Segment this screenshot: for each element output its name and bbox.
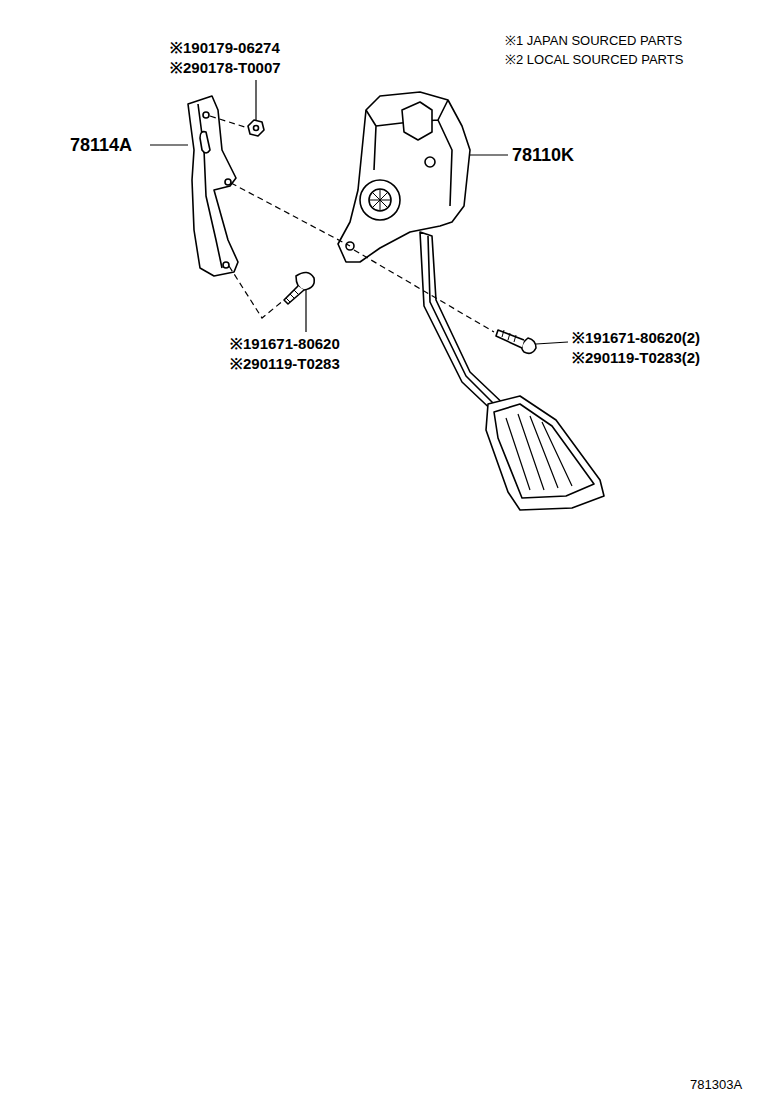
bracket-slot — [200, 132, 210, 153]
nut-hole — [254, 126, 259, 131]
assembly-line — [231, 183, 350, 246]
part-number: ※290119-T0283(2) — [572, 350, 700, 367]
bolt-thread — [286, 290, 298, 302]
pedal-housing — [338, 92, 470, 262]
legend-note: ※2 LOCAL SOURCED PARTS — [505, 53, 683, 67]
part-number: ※290119-T0283 — [230, 356, 340, 373]
part-number: ※190179-06274 — [170, 40, 280, 57]
assembly-line — [229, 266, 284, 318]
pedal-ribs — [506, 414, 572, 490]
nut — [248, 120, 264, 136]
pivot-inner — [369, 189, 391, 211]
bracket-edge — [198, 104, 222, 268]
leader-line — [150, 144, 188, 145]
leader-line — [305, 290, 306, 332]
bracket-hole — [223, 262, 229, 268]
pivot-ribs — [369, 189, 391, 211]
part-number: ※191671-80620(2) — [572, 330, 700, 347]
pedal-arm-edge — [428, 236, 504, 414]
mount-hole — [425, 157, 435, 167]
part-code: 78114A — [70, 136, 132, 156]
connector — [402, 102, 432, 140]
legend-note: ※1 JAPAN SOURCED PARTS — [505, 34, 682, 48]
pedal-pad — [486, 396, 604, 510]
figure-number: 781303A — [690, 1078, 742, 1092]
leader-line — [470, 154, 508, 155]
pivot — [360, 180, 400, 220]
part-number: ※290178-T0007 — [170, 60, 281, 77]
assembly-line — [354, 250, 494, 332]
bracket-hole — [203, 112, 209, 118]
part-number: ※191671-80620 — [230, 336, 340, 353]
part-code: 78110K — [512, 146, 574, 166]
bracket-hole — [225, 179, 231, 185]
bolt-shank — [496, 330, 524, 348]
leader-line — [536, 342, 568, 344]
leader-line — [255, 80, 256, 120]
assembly-line — [210, 116, 248, 128]
bolt-shank — [284, 286, 304, 304]
pedal-pad-face — [494, 404, 594, 498]
pedal-arm — [420, 232, 510, 418]
bolt-thread — [502, 330, 516, 342]
